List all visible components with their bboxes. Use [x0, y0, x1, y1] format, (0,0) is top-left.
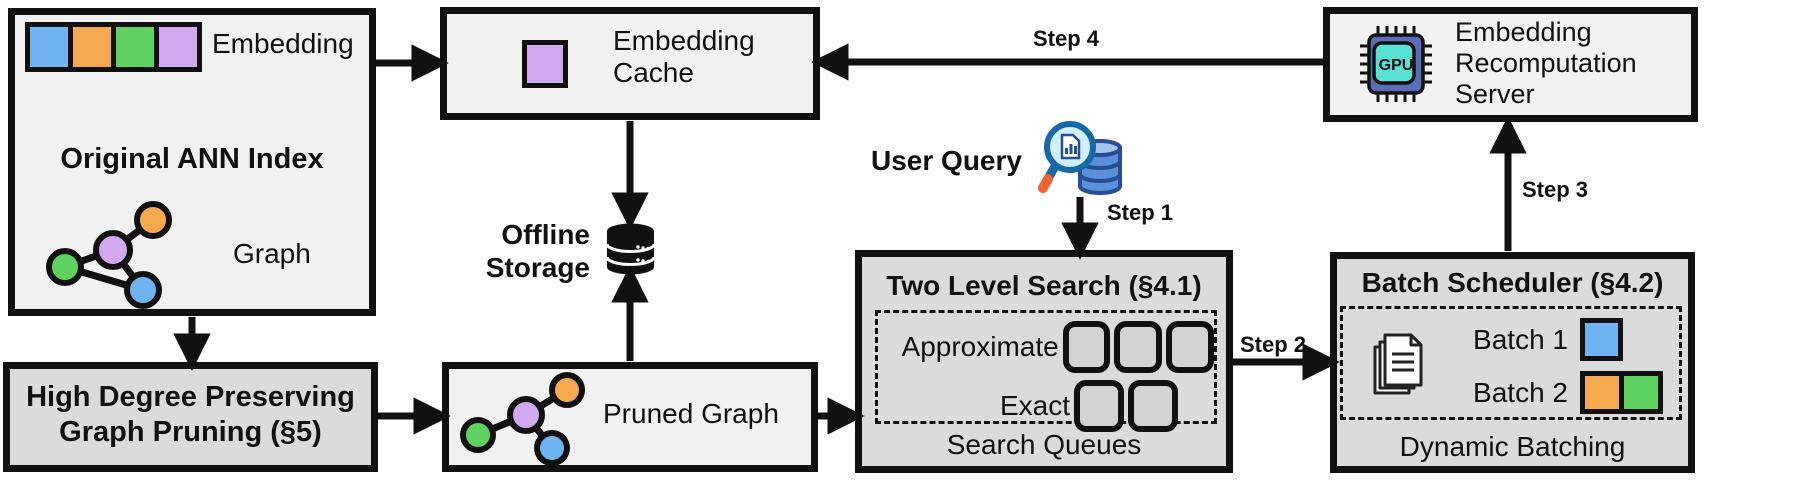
embedding-strip-icon	[25, 22, 202, 72]
batch2-chip-green	[1619, 376, 1658, 409]
original-index-title: Original ANN Index	[60, 143, 324, 175]
embedding-cell-purple	[154, 27, 197, 67]
search-queues-label: Search Queues	[946, 429, 1142, 460]
queue-slot	[1062, 321, 1111, 373]
embedding-cell-orange	[68, 27, 111, 67]
offline-storage-label: Offline Storage	[485, 219, 590, 283]
search-queues-panel: Approximate Exact	[875, 310, 1217, 432]
arrow-pruning-to-pruned	[378, 397, 451, 435]
arrow-index-to-cache	[376, 44, 449, 82]
batch-scheduler-box: Batch Scheduler (§4.2) Batch 1	[1330, 252, 1695, 473]
approximate-queue-row: Approximate	[878, 321, 1214, 373]
pruned-graph-label: Pruned Graph	[603, 398, 779, 429]
batch1-label: Batch 1	[1473, 323, 1568, 355]
graph-pruning-box: High Degree Preserving Graph Pruning (§5…	[3, 362, 378, 472]
query-magnifier-database-icon	[1038, 121, 1122, 195]
batch1-chip-blue	[1580, 318, 1623, 361]
arrow-step3-scheduler-to-server	[1489, 116, 1527, 251]
embedding-cell-blue	[30, 27, 68, 67]
arrow-step1-query-to-search	[1061, 197, 1099, 260]
arrow-pruned-to-storage	[611, 265, 649, 361]
queue-slot	[1114, 321, 1163, 373]
step3-label: Step 3	[1522, 177, 1589, 202]
embedding-cache-box: Embedding Cache	[440, 7, 820, 120]
exact-label: Exact	[999, 390, 1070, 421]
arrow-step4-server-to-cache	[811, 43, 1323, 81]
step4-label: Step 4	[1033, 26, 1100, 51]
two-level-search-box: Two Level Search (§4.1) Approximate Exac…	[855, 250, 1233, 473]
recomputation-server-box: GPU Embedding Recomputation Server	[1323, 7, 1698, 122]
batch2-row: Batch 2	[1443, 371, 1663, 414]
batch2-chip-orange	[1585, 376, 1619, 409]
graph-pruning-title: High Degree Preserving Graph Pruning (§5…	[26, 381, 355, 448]
arrow-pruned-to-search	[818, 397, 865, 435]
pruned-graph-box: Pruned Graph	[442, 362, 818, 472]
gpu-chip-icon: GPU	[1360, 26, 1432, 102]
cached-embedding-chip-icon	[522, 40, 568, 88]
step1-label: Step 1	[1107, 200, 1174, 225]
embedding-cache-label: Embedding Cache	[613, 25, 755, 89]
graph-label: Graph	[233, 238, 311, 269]
embedding-label: Embedding	[212, 28, 354, 59]
gpu-text: GPU	[1379, 57, 1414, 74]
batch2-label: Batch 2	[1473, 376, 1568, 408]
database-icon	[605, 223, 656, 275]
embedding-cell-green	[111, 27, 154, 67]
documents-icon	[1373, 333, 1423, 395]
queue-slot	[1128, 380, 1178, 432]
two-level-search-title: Two Level Search (§4.1)	[886, 270, 1202, 301]
batch2-chips	[1580, 371, 1663, 414]
batch-scheduler-title: Batch Scheduler (§4.2)	[1361, 267, 1664, 298]
approximate-label: Approximate	[901, 331, 1059, 362]
queue-slot	[1074, 380, 1124, 432]
pruned-graph-icon	[460, 372, 585, 465]
recomputation-server-label: Embedding Recomputation Server	[1455, 17, 1637, 109]
batch1-row: Batch 1	[1443, 318, 1623, 361]
arrow-cache-to-storage	[611, 121, 649, 230]
queue-slot	[1166, 321, 1214, 373]
dynamic-batching-label: Dynamic Batching	[1399, 431, 1626, 462]
graph-icon	[46, 201, 172, 309]
dynamic-batching-panel: Batch 1 Batch 2	[1340, 306, 1682, 420]
user-query-label: User Query	[871, 145, 1022, 176]
exact-queue-row: Exact	[878, 380, 1214, 432]
arrow-index-to-pruning	[173, 317, 211, 371]
original-ann-index-box: Embedding Original ANN Index Graph	[8, 8, 376, 316]
step2-label: Step 2	[1240, 332, 1307, 357]
